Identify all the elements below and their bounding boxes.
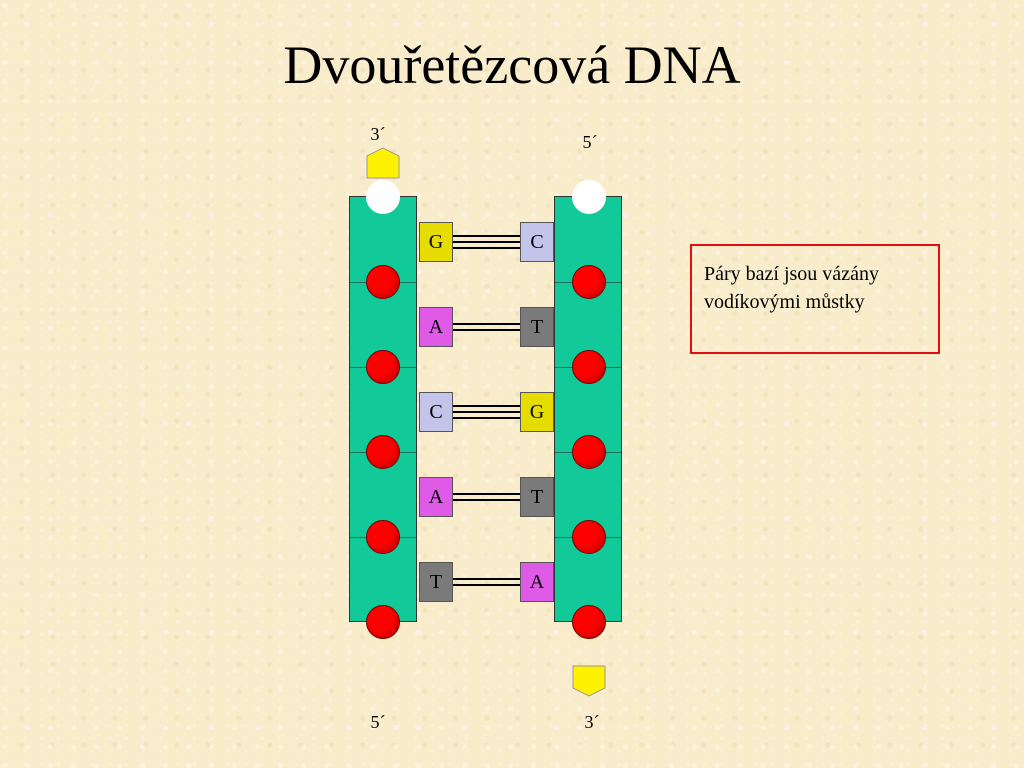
hydrogen-bond-line [453, 493, 520, 495]
right-phosphate-circle [572, 265, 606, 299]
left-phosphate-circle [366, 520, 400, 554]
hydrogen-bond-line [453, 329, 520, 331]
left-base-C: C [419, 392, 453, 432]
left-base-A: A [419, 307, 453, 347]
hydrogen-bond-line [453, 584, 520, 586]
right-base-T: T [520, 307, 554, 347]
right-phosphate-circle [572, 605, 606, 639]
right-bottom-end-label: 3´ [584, 712, 600, 732]
right-top-end-label: 5´ [582, 132, 598, 152]
right-phosphate-circle [572, 520, 606, 554]
left-phosphate-circle [366, 435, 400, 469]
hydrogen-bond-line [453, 241, 520, 243]
note-line-1: Páry bazí jsou vázány [704, 263, 879, 285]
left-backbone-strand [349, 196, 417, 622]
right-base-G: G [520, 392, 554, 432]
note-line-2: vodíkovými můstky [704, 291, 865, 313]
up-arrow-icon [366, 147, 400, 179]
hydrogen-bond-line [453, 578, 520, 580]
hydrogen-bond-line [453, 499, 520, 501]
right-phosphate-circle [572, 435, 606, 469]
hydrogen-bond-line [453, 411, 520, 413]
hydrogen-bond-line [453, 417, 520, 419]
hydrogen-bond-line [453, 323, 520, 325]
left-base-G: G [419, 222, 453, 262]
base-pair-note: Páry bazí jsou vázány vodíkovými můstky [690, 244, 940, 354]
left-bottom-end-label: 5´ [370, 712, 386, 732]
right-phosphate-circle [572, 350, 606, 384]
right-base-C: C [520, 222, 554, 262]
left-top-end-label: 3´ [370, 124, 386, 144]
right-base-T: T [520, 477, 554, 517]
left-phosphate-circle [366, 350, 400, 384]
left-base-T: T [419, 562, 453, 602]
right-terminal-circle [572, 180, 606, 214]
right-base-A: A [520, 562, 554, 602]
left-phosphate-circle [366, 265, 400, 299]
left-phosphate-circle [366, 605, 400, 639]
hydrogen-bond-line [453, 235, 520, 237]
down-arrow-icon [572, 665, 606, 697]
left-base-A: A [419, 477, 453, 517]
right-backbone-strand [554, 196, 622, 622]
page-title: Dvouřetězcová DNA [283, 35, 741, 95]
hydrogen-bond-line [453, 247, 520, 249]
hydrogen-bond-line [453, 405, 520, 407]
left-terminal-circle [366, 180, 400, 214]
